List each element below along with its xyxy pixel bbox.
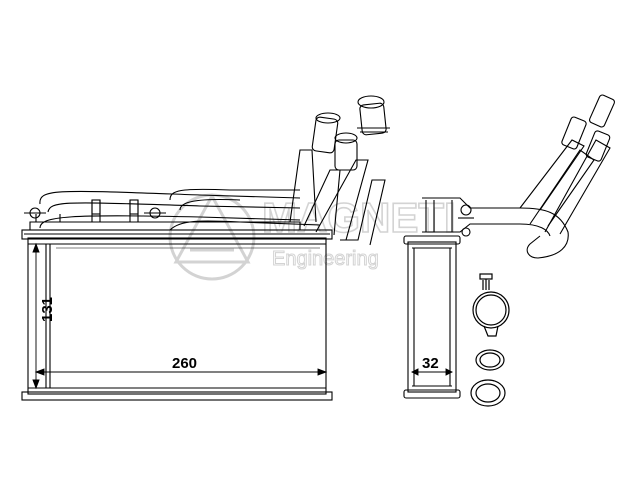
watermark-logo-icon [168,192,256,281]
watermark-subtitle: Engineering [272,248,379,270]
mounting-clip-center [144,207,166,219]
dimension-depth-label: 32 [422,355,439,372]
dimension-width-label: 260 [172,355,197,372]
heater-core-side-view [403,94,615,399]
dimension-height-label: 131 [39,297,56,322]
mounting-clip-left [24,207,46,219]
screw-icon [479,273,493,290]
heater-core-front-view [21,95,390,401]
retaining-clip-icon [472,291,510,337]
spare-parts [470,273,510,407]
o-ring-small-icon [475,349,505,371]
o-ring-large-icon [470,379,506,407]
dimension-lines [32,242,454,390]
